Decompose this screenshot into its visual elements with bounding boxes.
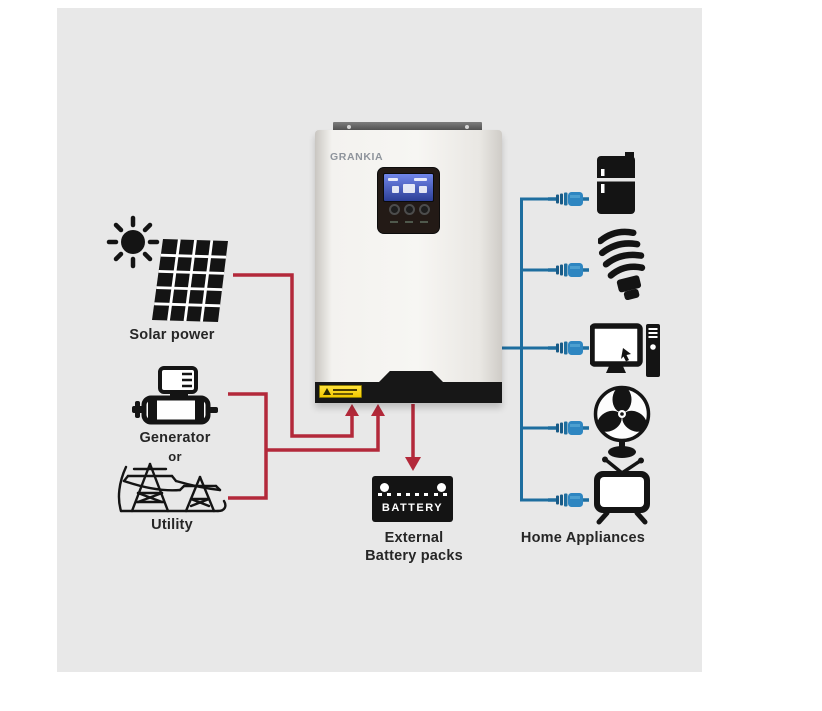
generator-icon — [132, 366, 218, 425]
generator-arrowhead — [371, 404, 385, 416]
warning-triangle-icon — [323, 388, 331, 395]
battery-arrowhead — [405, 457, 421, 471]
inverter: GRANKIA — [315, 130, 502, 403]
or-label: or — [168, 449, 182, 464]
plug-icon — [548, 263, 589, 277]
generator-label: Generator — [139, 430, 211, 446]
inverter-button[interactable] — [388, 204, 400, 215]
warning-label — [319, 385, 362, 398]
sun-icon — [106, 215, 160, 269]
refrigerator-icon — [597, 152, 635, 214]
generator-utility-wire — [228, 392, 380, 500]
inverter-control-panel — [377, 167, 440, 234]
inverter-lcd-screen — [383, 173, 434, 202]
battery-terminal — [379, 483, 389, 492]
desktop-computer-icon — [590, 323, 660, 377]
battery-caption-line2: Battery packs — [365, 548, 463, 564]
fan-icon — [593, 385, 651, 458]
solar-panel-icon — [152, 239, 228, 322]
battery-cell-dots — [378, 493, 447, 496]
inverter-brand-logo: GRANKIA — [330, 151, 384, 163]
solar-wire — [233, 273, 354, 438]
inverter-terminal-bump — [378, 371, 444, 383]
home-appliances-label: Home Appliances — [520, 530, 646, 546]
button-label-mark — [405, 221, 413, 223]
battery-terminal — [436, 483, 446, 492]
battery-device-label: BATTERY — [381, 502, 444, 514]
battery-icon: BATTERY — [372, 476, 453, 522]
button-label-mark — [420, 221, 428, 223]
appliance-trunk-wire — [502, 197, 549, 502]
inverter-terminal-cover — [315, 382, 502, 403]
tv-icon — [594, 456, 650, 525]
screw-icon — [465, 125, 469, 129]
inverter-mount-bracket — [333, 122, 482, 132]
battery-caption-line1: External — [384, 530, 444, 546]
solar-arrowhead — [345, 404, 359, 416]
screw-icon — [347, 125, 351, 129]
plug-icon — [548, 341, 589, 355]
plug-icon — [548, 421, 589, 435]
solar-power-label: Solar power — [129, 327, 215, 343]
inverter-button[interactable] — [403, 204, 415, 215]
utility-power-lines-icon — [117, 462, 227, 513]
cfl-bulb-icon — [598, 228, 646, 301]
utility-label: Utility — [151, 517, 193, 533]
button-label-mark — [390, 221, 398, 223]
plug-icon — [548, 493, 589, 507]
inverter-button[interactable] — [418, 204, 430, 215]
plug-icon — [548, 192, 589, 206]
